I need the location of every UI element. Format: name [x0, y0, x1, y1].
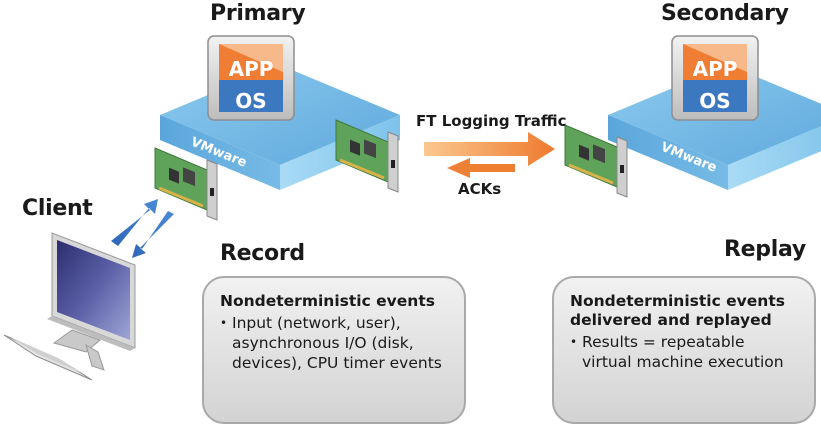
replay-heading: Nondeterministic events delivered and re…	[570, 292, 785, 329]
secondary-label: Secondary	[661, 1, 789, 26]
record-heading: Nondeterministic events	[220, 292, 435, 310]
acks-arrow	[447, 158, 515, 178]
ft-logging-arrow	[424, 132, 555, 166]
record-bullet: Input (network, user), asynchronous I/O …	[220, 313, 448, 373]
client-label: Client	[22, 196, 93, 221]
primary-app-label: APP	[229, 57, 274, 81]
secondary-os-label: OS	[699, 89, 730, 113]
primary-label: Primary	[210, 1, 306, 26]
replay-box: Nondeterministic events delivered and re…	[552, 276, 816, 424]
acks-label: ACKs	[458, 180, 502, 198]
record-label: Record	[220, 241, 305, 266]
client-to-primary-arrow	[111, 199, 158, 246]
secondary-host: VMware APP OS	[608, 35, 821, 190]
replay-bullet: Results = repeatable virtual machine exe…	[570, 332, 798, 372]
replay-label: Replay	[724, 237, 806, 262]
primary-to-client-arrow	[132, 211, 174, 258]
primary-os-label: OS	[235, 89, 266, 113]
ft-logging-traffic-label: FT Logging Traffic	[416, 112, 567, 130]
record-box: Nondeterministic events Input (network, …	[202, 276, 466, 424]
secondary-app-label: APP	[693, 57, 738, 81]
client-computer-icon	[3, 232, 136, 381]
